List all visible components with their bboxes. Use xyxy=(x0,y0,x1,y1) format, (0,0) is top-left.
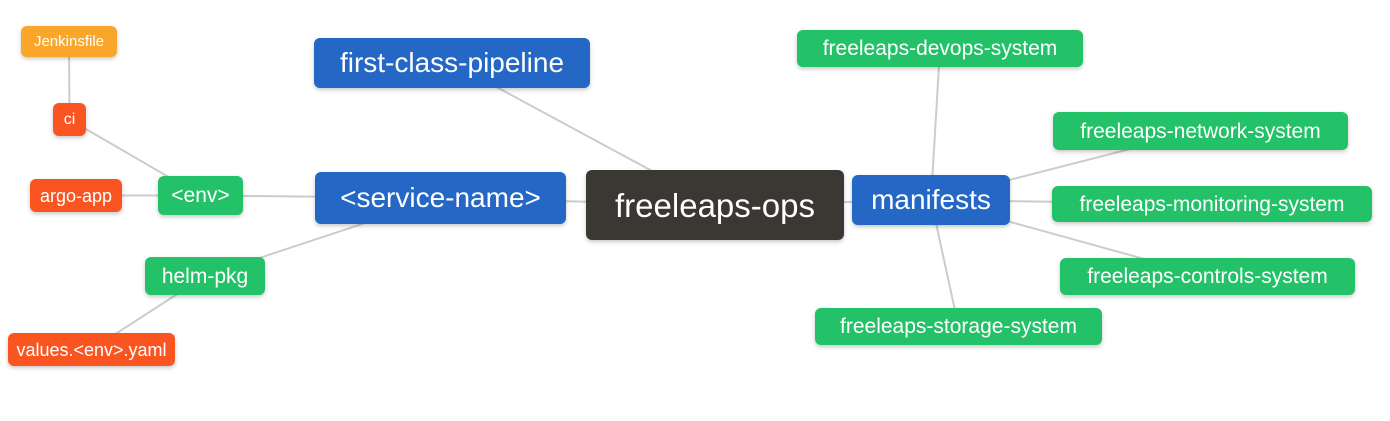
node-helm-pkg[interactable]: helm-pkg xyxy=(145,257,265,295)
node-env[interactable]: <env> xyxy=(158,176,243,215)
node-freeleaps-storage-system[interactable]: freeleaps-storage-system xyxy=(815,308,1102,345)
node-manifests[interactable]: manifests xyxy=(852,175,1010,225)
node-values-env-yaml[interactable]: values.<env>.yaml xyxy=(8,333,175,366)
node-argo-app[interactable]: argo-app xyxy=(30,179,122,212)
edge-manifests--freeleaps-devops-system xyxy=(930,48,941,201)
node-freeleaps-devops-system[interactable]: freeleaps-devops-system xyxy=(797,30,1083,67)
node-jenkinsfile[interactable]: Jenkinsfile xyxy=(21,26,117,57)
node-first-class-pipeline[interactable]: first-class-pipeline xyxy=(314,38,590,88)
node-freeleaps-ops[interactable]: freeleaps-ops xyxy=(586,170,844,240)
node-service-name[interactable]: <service-name> xyxy=(315,172,566,224)
node-ci[interactable]: ci xyxy=(53,103,86,136)
node-freeleaps-controls-system[interactable]: freeleaps-controls-system xyxy=(1060,258,1355,295)
node-freeleaps-monitoring-system[interactable]: freeleaps-monitoring-system xyxy=(1052,186,1372,222)
node-freeleaps-network-system[interactable]: freeleaps-network-system xyxy=(1053,112,1348,150)
